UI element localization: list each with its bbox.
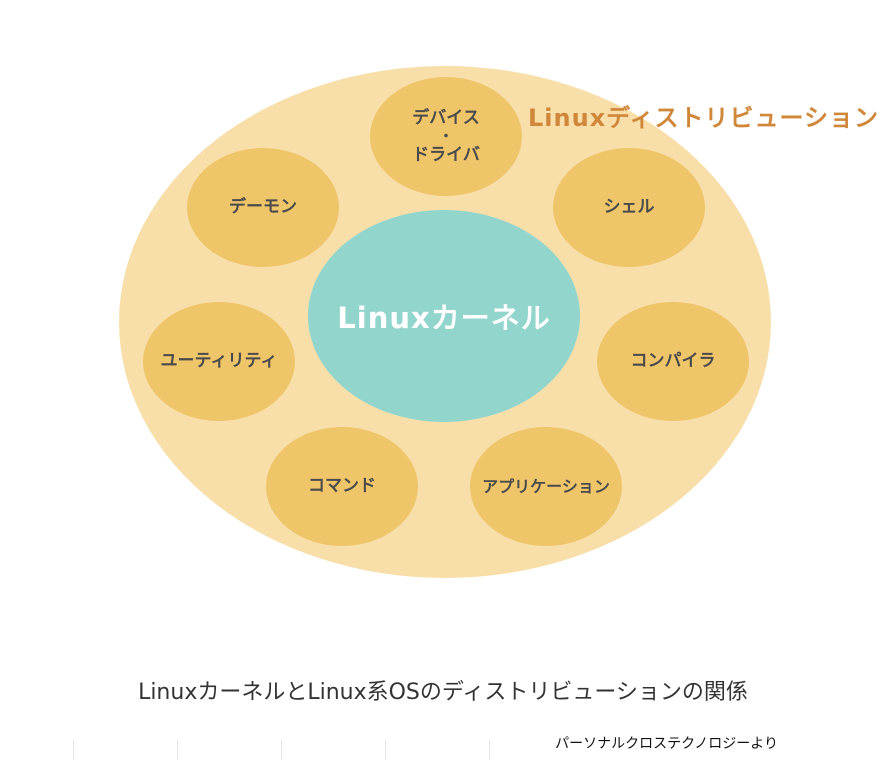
node-application-label: アプリケーション	[482, 476, 610, 496]
node-devices-drivers: デバイス ・ ドライバ	[370, 77, 522, 196]
figure-caption: LinuxカーネルとLinux系OSのディストリビューションの関係	[138, 680, 748, 705]
linux-distribution-diagram: Linuxディストリビューション デバイス ・ ドライバ デーモン シェル ユー…	[119, 66, 880, 578]
table-divider	[177, 740, 178, 760]
node-devices-separator: ・	[438, 128, 453, 145]
node-application: アプリケーション	[470, 427, 622, 546]
table-divider	[73, 740, 74, 760]
node-daemon: デーモン	[187, 148, 339, 267]
node-utility-label: ユーティリティ	[160, 351, 278, 372]
kernel-label: Linuxカーネル	[337, 301, 551, 335]
node-command-label: コマンド	[308, 476, 376, 497]
node-daemon-label: デーモン	[229, 197, 297, 218]
kernel-ellipse: Linuxカーネル	[308, 210, 580, 422]
source-credit: パーソナルクロステクノロジーより	[555, 736, 778, 752]
node-devices-label-line1: デバイス	[412, 107, 480, 128]
table-divider	[385, 740, 386, 760]
node-compiler: コンパイラ	[597, 302, 749, 421]
table-divider	[281, 740, 282, 760]
node-command: コマンド	[266, 427, 418, 546]
distribution-label: Linuxディストリビューション	[528, 104, 880, 132]
node-devices-label-line2: ドライバ	[412, 144, 480, 165]
table-divider	[489, 740, 490, 760]
node-utility: ユーティリティ	[143, 302, 295, 421]
node-compiler-label: コンパイラ	[630, 351, 716, 372]
node-shell: シェル	[553, 148, 705, 267]
node-shell-label: シェル	[603, 197, 655, 218]
